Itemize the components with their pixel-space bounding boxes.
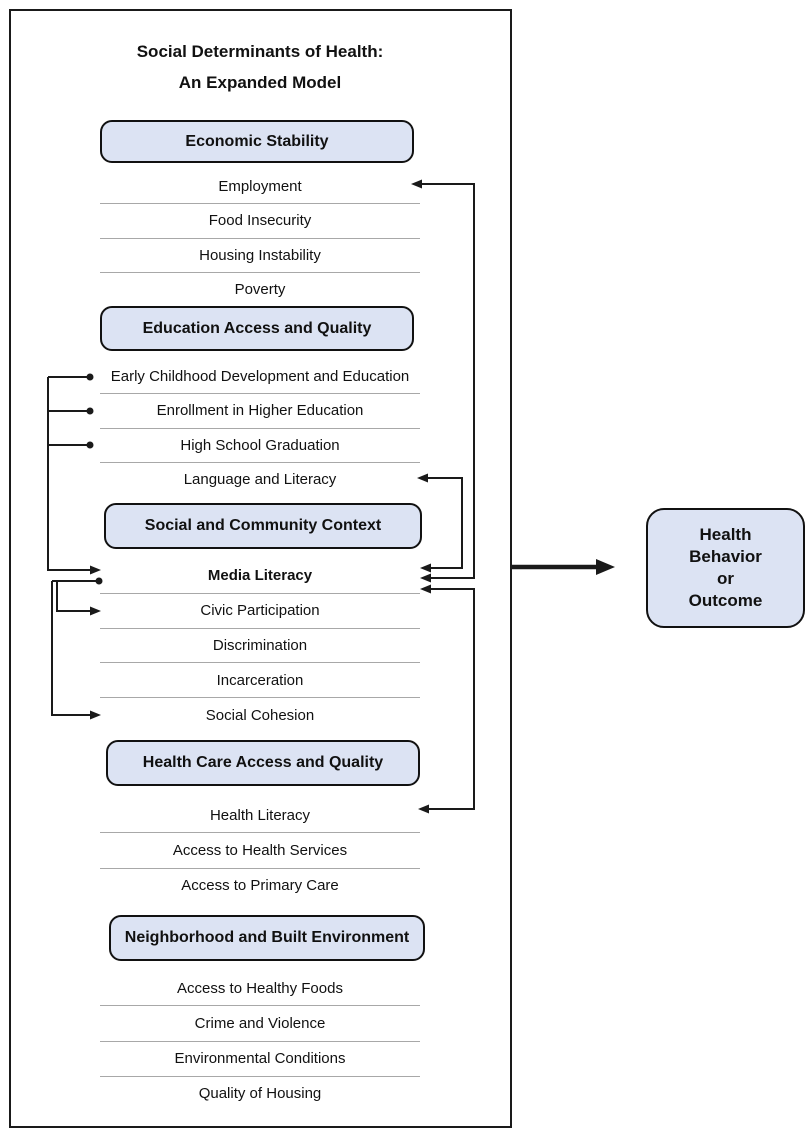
item-civic-participation: Civic Participation <box>100 594 420 629</box>
item-access-primary-care: Access to Primary Care <box>181 877 339 895</box>
item-quality-of-housing: Quality of Housing <box>198 1085 322 1103</box>
item-media-literacy: Media Literacy <box>100 559 420 594</box>
item-language-and-literacy: Language and Literacy <box>183 470 337 488</box>
item-health-literacy: Health Literacy <box>100 798 420 834</box>
item-employment: Employment <box>100 170 420 205</box>
list-education-access: Early Childhood Development and Educatio… <box>100 360 420 496</box>
category-neighborhood-environment: Neighborhood and Built Environment <box>109 915 425 961</box>
list-neighborhood-environment: Access to Healthy Foods Crime and Violen… <box>100 971 420 1111</box>
outcome-line3: or <box>717 569 734 588</box>
item-access-healthy-foods: Access to Healthy Foods <box>100 971 420 1007</box>
outcome-line2: Behavior <box>689 547 762 566</box>
item-discrimination: Discrimination <box>100 629 420 664</box>
item-housing-instability: Housing Instability <box>100 239 420 273</box>
diagram-title-line1: Social Determinants of Health: <box>136 42 384 61</box>
item-early-childhood-development: Early Childhood Development and Educatio… <box>100 360 420 395</box>
category-economic-stability-label: Economic Stability <box>185 132 329 150</box>
item-incarceration: Incarceration <box>100 663 420 699</box>
category-economic-stability: Economic Stability <box>100 120 414 163</box>
category-neighborhood-environment-label: Neighborhood and Built Environment <box>124 929 410 946</box>
item-enrollment-higher-education: Enrollment in Higher Education <box>100 394 420 429</box>
item-social-cohesion: Social Cohesion <box>205 706 315 724</box>
category-education-access-label: Education Access and Quality <box>142 319 372 337</box>
category-education-access: Education Access and Quality <box>100 306 414 351</box>
item-food-insecurity: Food Insecurity <box>100 204 420 239</box>
category-social-community: Social and Community Context <box>104 503 422 549</box>
list-economic-stability: Employment Food Insecurity Housing Insta… <box>100 170 420 306</box>
item-high-school-graduation: High School Graduation <box>100 429 420 463</box>
category-health-care-access: Health Care Access and Quality <box>106 740 420 786</box>
category-health-care-access-label: Health Care Access and Quality <box>142 754 384 771</box>
outcome-line1: Health <box>699 525 752 544</box>
arrowhead-outcome <box>596 559 615 575</box>
item-access-health-services: Access to Health Services <box>100 833 420 869</box>
diagram-title-line2: An Expanded Model <box>178 73 342 92</box>
list-social-community: Media Literacy Civic Participation Discr… <box>100 559 420 732</box>
outcome-box: Health Behavior or Outcome <box>646 508 805 628</box>
item-poverty: Poverty <box>234 280 286 298</box>
category-social-community-label: Social and Community Context <box>144 517 382 534</box>
item-crime-and-violence: Crime and Violence <box>100 1006 420 1042</box>
model-frame <box>9 9 512 1128</box>
list-health-care-access: Health Literacy Access to Health Service… <box>100 798 420 903</box>
diagram-title: Social Determinants of Health: An Expand… <box>95 36 425 98</box>
item-environmental-conditions: Environmental Conditions <box>100 1042 420 1077</box>
outcome-line4: Outcome <box>688 591 763 610</box>
